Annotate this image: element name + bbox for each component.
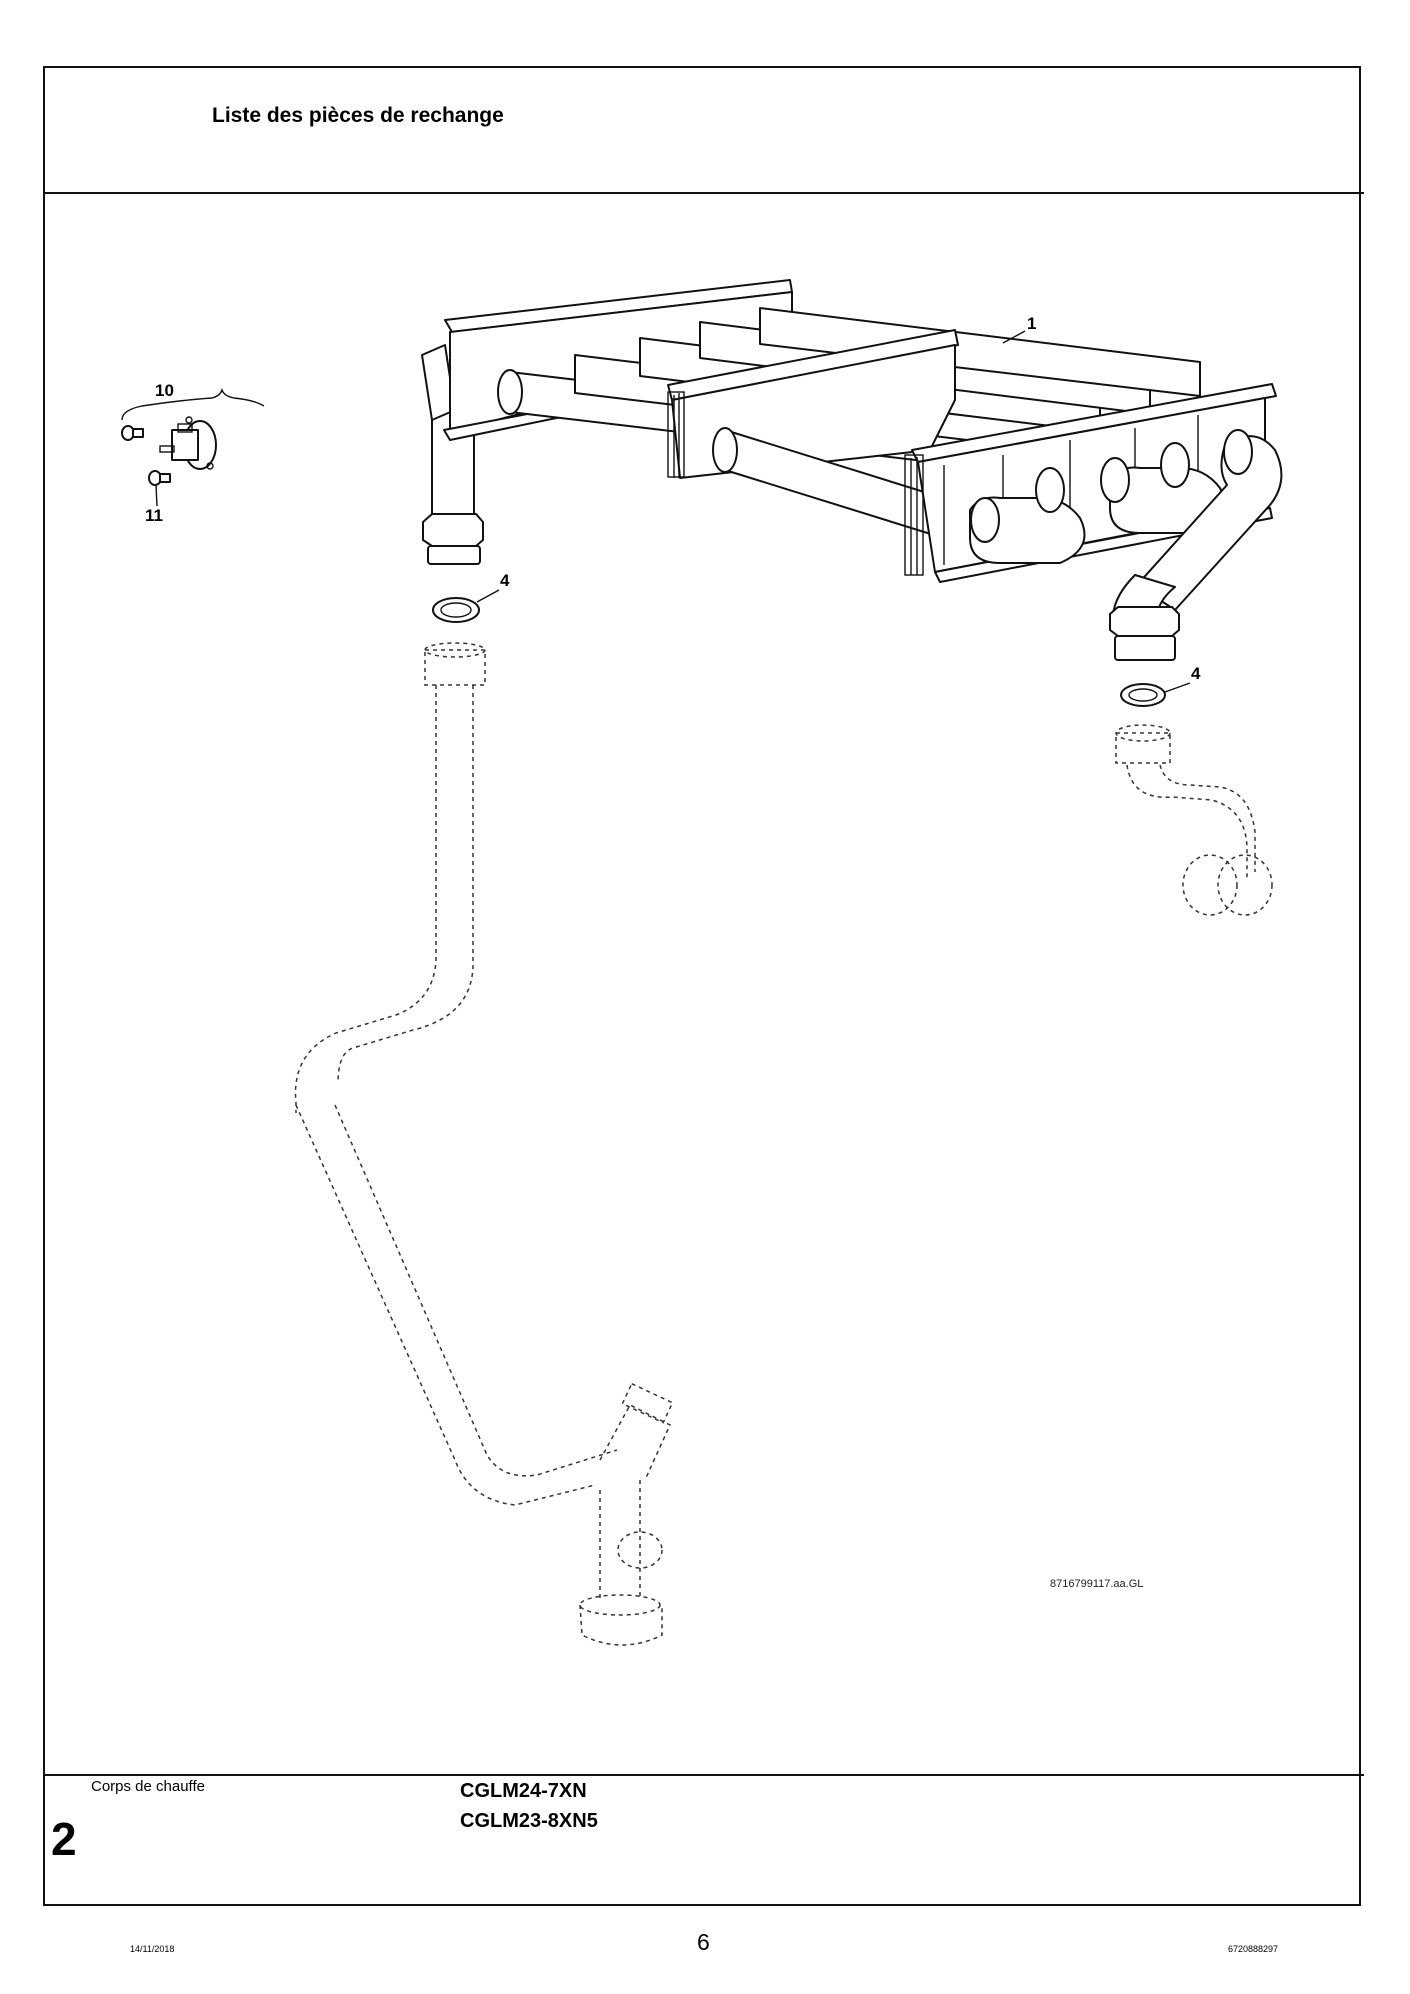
heat-exchanger bbox=[421, 279, 1283, 661]
section-name: Corps de chauffe bbox=[91, 1778, 205, 1795]
callout-4-right: 4 bbox=[1191, 664, 1201, 683]
dashed-pipe-left bbox=[294, 642, 674, 1646]
model-name: CGLM24-7XN bbox=[460, 1780, 587, 1802]
page-number: 6 bbox=[697, 1929, 710, 1955]
footer-divider bbox=[43, 1774, 1364, 1776]
drawing-number: 8716799117.aa.GL bbox=[1050, 1578, 1144, 1590]
callout-1: 1 bbox=[1027, 314, 1037, 333]
group-brace bbox=[121, 387, 265, 421]
dashed-pipe-right bbox=[1115, 724, 1273, 916]
model-name: CGLM23-8XN5 bbox=[460, 1810, 598, 1832]
callout-10: 10 bbox=[155, 381, 174, 400]
washer-left-icon bbox=[432, 589, 500, 623]
page-title: Liste des pièces de rechange bbox=[212, 104, 504, 127]
temperature-sensor-icon bbox=[159, 416, 217, 470]
washer-right-icon bbox=[1120, 682, 1191, 707]
callout-11: 11 bbox=[145, 506, 163, 525]
page-frame bbox=[43, 66, 1361, 1906]
screw-icon bbox=[121, 425, 144, 441]
footer-date: 14/11/2018 bbox=[130, 1944, 175, 1954]
screw-icon bbox=[148, 470, 171, 507]
document-number: 6720888297 bbox=[1228, 1944, 1279, 1954]
callout-4-left: 4 bbox=[500, 571, 510, 590]
section-number: 2 bbox=[51, 1813, 77, 1865]
sensor-assembly bbox=[121, 387, 265, 507]
header-divider bbox=[43, 192, 1364, 194]
